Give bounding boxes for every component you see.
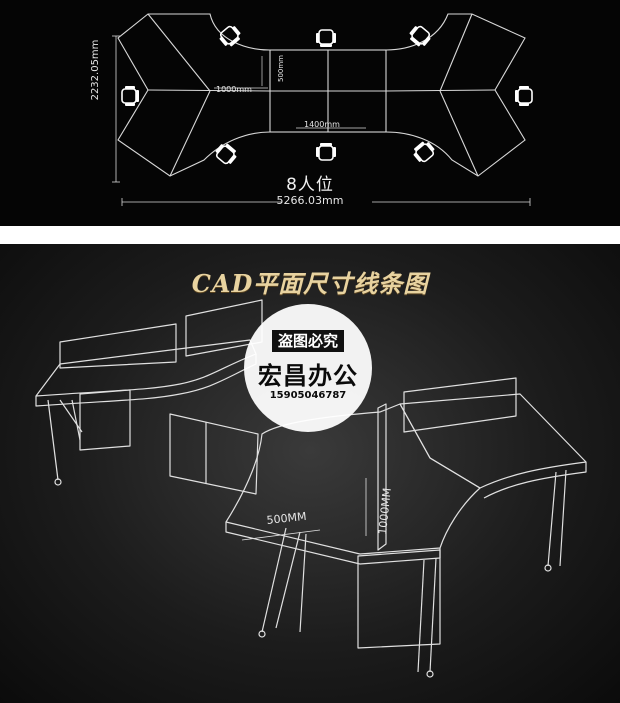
office-chair-icon: [315, 142, 337, 161]
seat-count-label: 8人位: [286, 175, 334, 195]
dim-1400-label: 1400mm: [304, 120, 340, 129]
cad-line-drawing-panel: CAD平面尺寸线条图 盗图必究 宏昌办公 15905046787 500MM 1…: [0, 244, 620, 703]
floor-plan-drawing: 1000mm 1400mm 500mm: [112, 13, 533, 206]
panel-divider: [0, 226, 620, 244]
office-chair-icon: [216, 22, 245, 51]
left-privacy-screen: [59, 323, 177, 369]
office-chair-icon: [212, 139, 241, 168]
office-chair-icon: [514, 85, 533, 107]
dim-500-label: 500mm: [277, 55, 285, 82]
center-pedestal: [169, 413, 259, 495]
dim-1000-label: 1000mm: [216, 85, 252, 94]
cad-title: CAD平面尺寸线条图: [191, 269, 429, 298]
stamp-phone: 15905046787: [269, 390, 347, 401]
floor-plan-panel: 1000mm 1400mm 500mm 2232.05mm 8人位 5266.0…: [0, 0, 620, 226]
right-privacy-screen: [403, 377, 517, 433]
center-divider-panel: [377, 403, 387, 551]
office-chair-icon: [405, 22, 434, 51]
office-chair-icon: [409, 137, 438, 166]
left-pedestal: [79, 389, 131, 451]
office-chair-icon: [315, 29, 337, 48]
stamp-brand: 宏昌办公: [258, 362, 358, 390]
stamp-warning: 盗图必究: [271, 330, 344, 352]
front-pedestal: [357, 549, 441, 649]
right-desk-top: [399, 393, 587, 489]
height-dimension-label: 2232.05mm: [90, 39, 101, 101]
total-width-label: 5266.03mm: [276, 194, 344, 207]
desk-outline: [117, 13, 526, 177]
office-chair-icon: [121, 85, 140, 107]
watermark-stamp: 盗图必究 宏昌办公 15905046787: [244, 304, 372, 432]
